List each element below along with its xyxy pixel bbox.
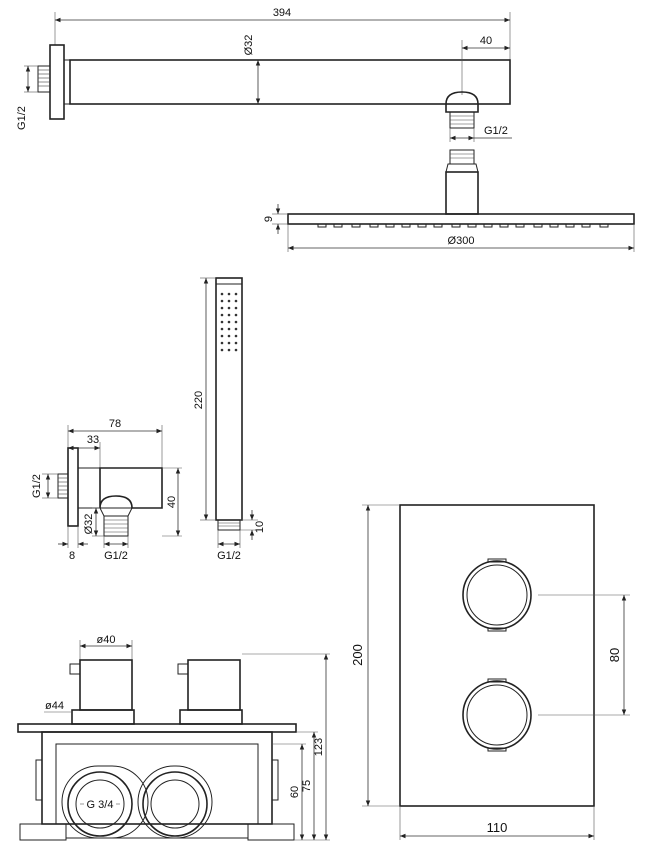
head-thickness-label: 9 (263, 216, 275, 222)
arm-diameter-label: Ø32 (243, 35, 255, 56)
outlet-flange-label: 8 (69, 550, 75, 562)
cover-plate-outline (399, 504, 595, 807)
valve-wall-plate (17, 723, 297, 733)
knob-diameter-label: ø40 (97, 634, 116, 646)
hand-shower-nozzles (220, 292, 238, 352)
outlet-depth-label: 78 (109, 418, 121, 430)
cover-plate-lower-knob (462, 678, 532, 752)
arm-inlet-thread (37, 65, 51, 93)
arm-inlet-thread-label: G1/2 (16, 106, 28, 130)
arm-outlet-elbow (445, 91, 479, 113)
hand-shower-thread-label: G1/2 (217, 550, 241, 562)
outlet-body-depth-label: 33 (87, 434, 99, 446)
arm-offset-label: 40 (480, 35, 492, 47)
valve-right-rosette (179, 709, 243, 725)
cover-plate-upper-knob (462, 558, 532, 632)
hand-shower-thread (217, 519, 241, 531)
outlet-body (99, 467, 163, 509)
valve-left-foot (19, 823, 67, 841)
head-neck (445, 171, 479, 215)
cover-plate: 200 110 80 (350, 504, 630, 840)
port-thread-label: G 3/4 (87, 799, 114, 811)
outlet-wall-flange (67, 447, 79, 527)
valve-depth3-label: 60 (289, 786, 301, 798)
shower-head: 9 Ø300 (263, 149, 635, 252)
hand-shower: 220 10 G1/2 (193, 277, 266, 562)
rosette-diameter-label: ø44 (45, 700, 64, 712)
valve-right-knob (187, 659, 241, 711)
arm-length-label: 394 (273, 7, 291, 19)
valve-left-rosette (71, 709, 135, 725)
valve-left-knob (79, 659, 133, 711)
outlet-inlet-thread-label: G1/2 (31, 474, 43, 498)
valve-right-port (137, 765, 213, 839)
valve-right-foot (247, 823, 295, 841)
outlet-outlet-thread (103, 515, 129, 537)
cover-plate-width-label: 110 (487, 820, 508, 835)
hand-shower-length-label: 220 (193, 391, 205, 409)
hand-shower-connector-label: 10 (254, 521, 266, 533)
knob-spacing-label: 80 (607, 648, 622, 662)
outlet-height-label: 40 (166, 496, 178, 508)
arm-wall-flange (49, 44, 65, 120)
head-plate (287, 213, 635, 225)
outlet-outlet-thread-label: G1/2 (104, 550, 128, 562)
head-diameter-label: Ø300 (448, 235, 475, 247)
wall-outlet: 78 33 G1/2 40 (31, 418, 182, 562)
shower-arm: 394 G1/2 Ø32 40 G1/2 (16, 7, 512, 142)
arm-outlet-thread-label: G1/2 (484, 125, 508, 137)
arm-tube (69, 59, 511, 105)
cover-plate-height-label: 200 (350, 644, 365, 666)
valve-depth2-label: 75 (301, 780, 313, 792)
head-connector-thread (449, 149, 475, 165)
valve-depth-label: 123 (313, 738, 325, 756)
outlet-diameter-label: Ø32 (83, 514, 95, 535)
valve-body: ø40 ø44 G 3/4 (17, 634, 330, 841)
